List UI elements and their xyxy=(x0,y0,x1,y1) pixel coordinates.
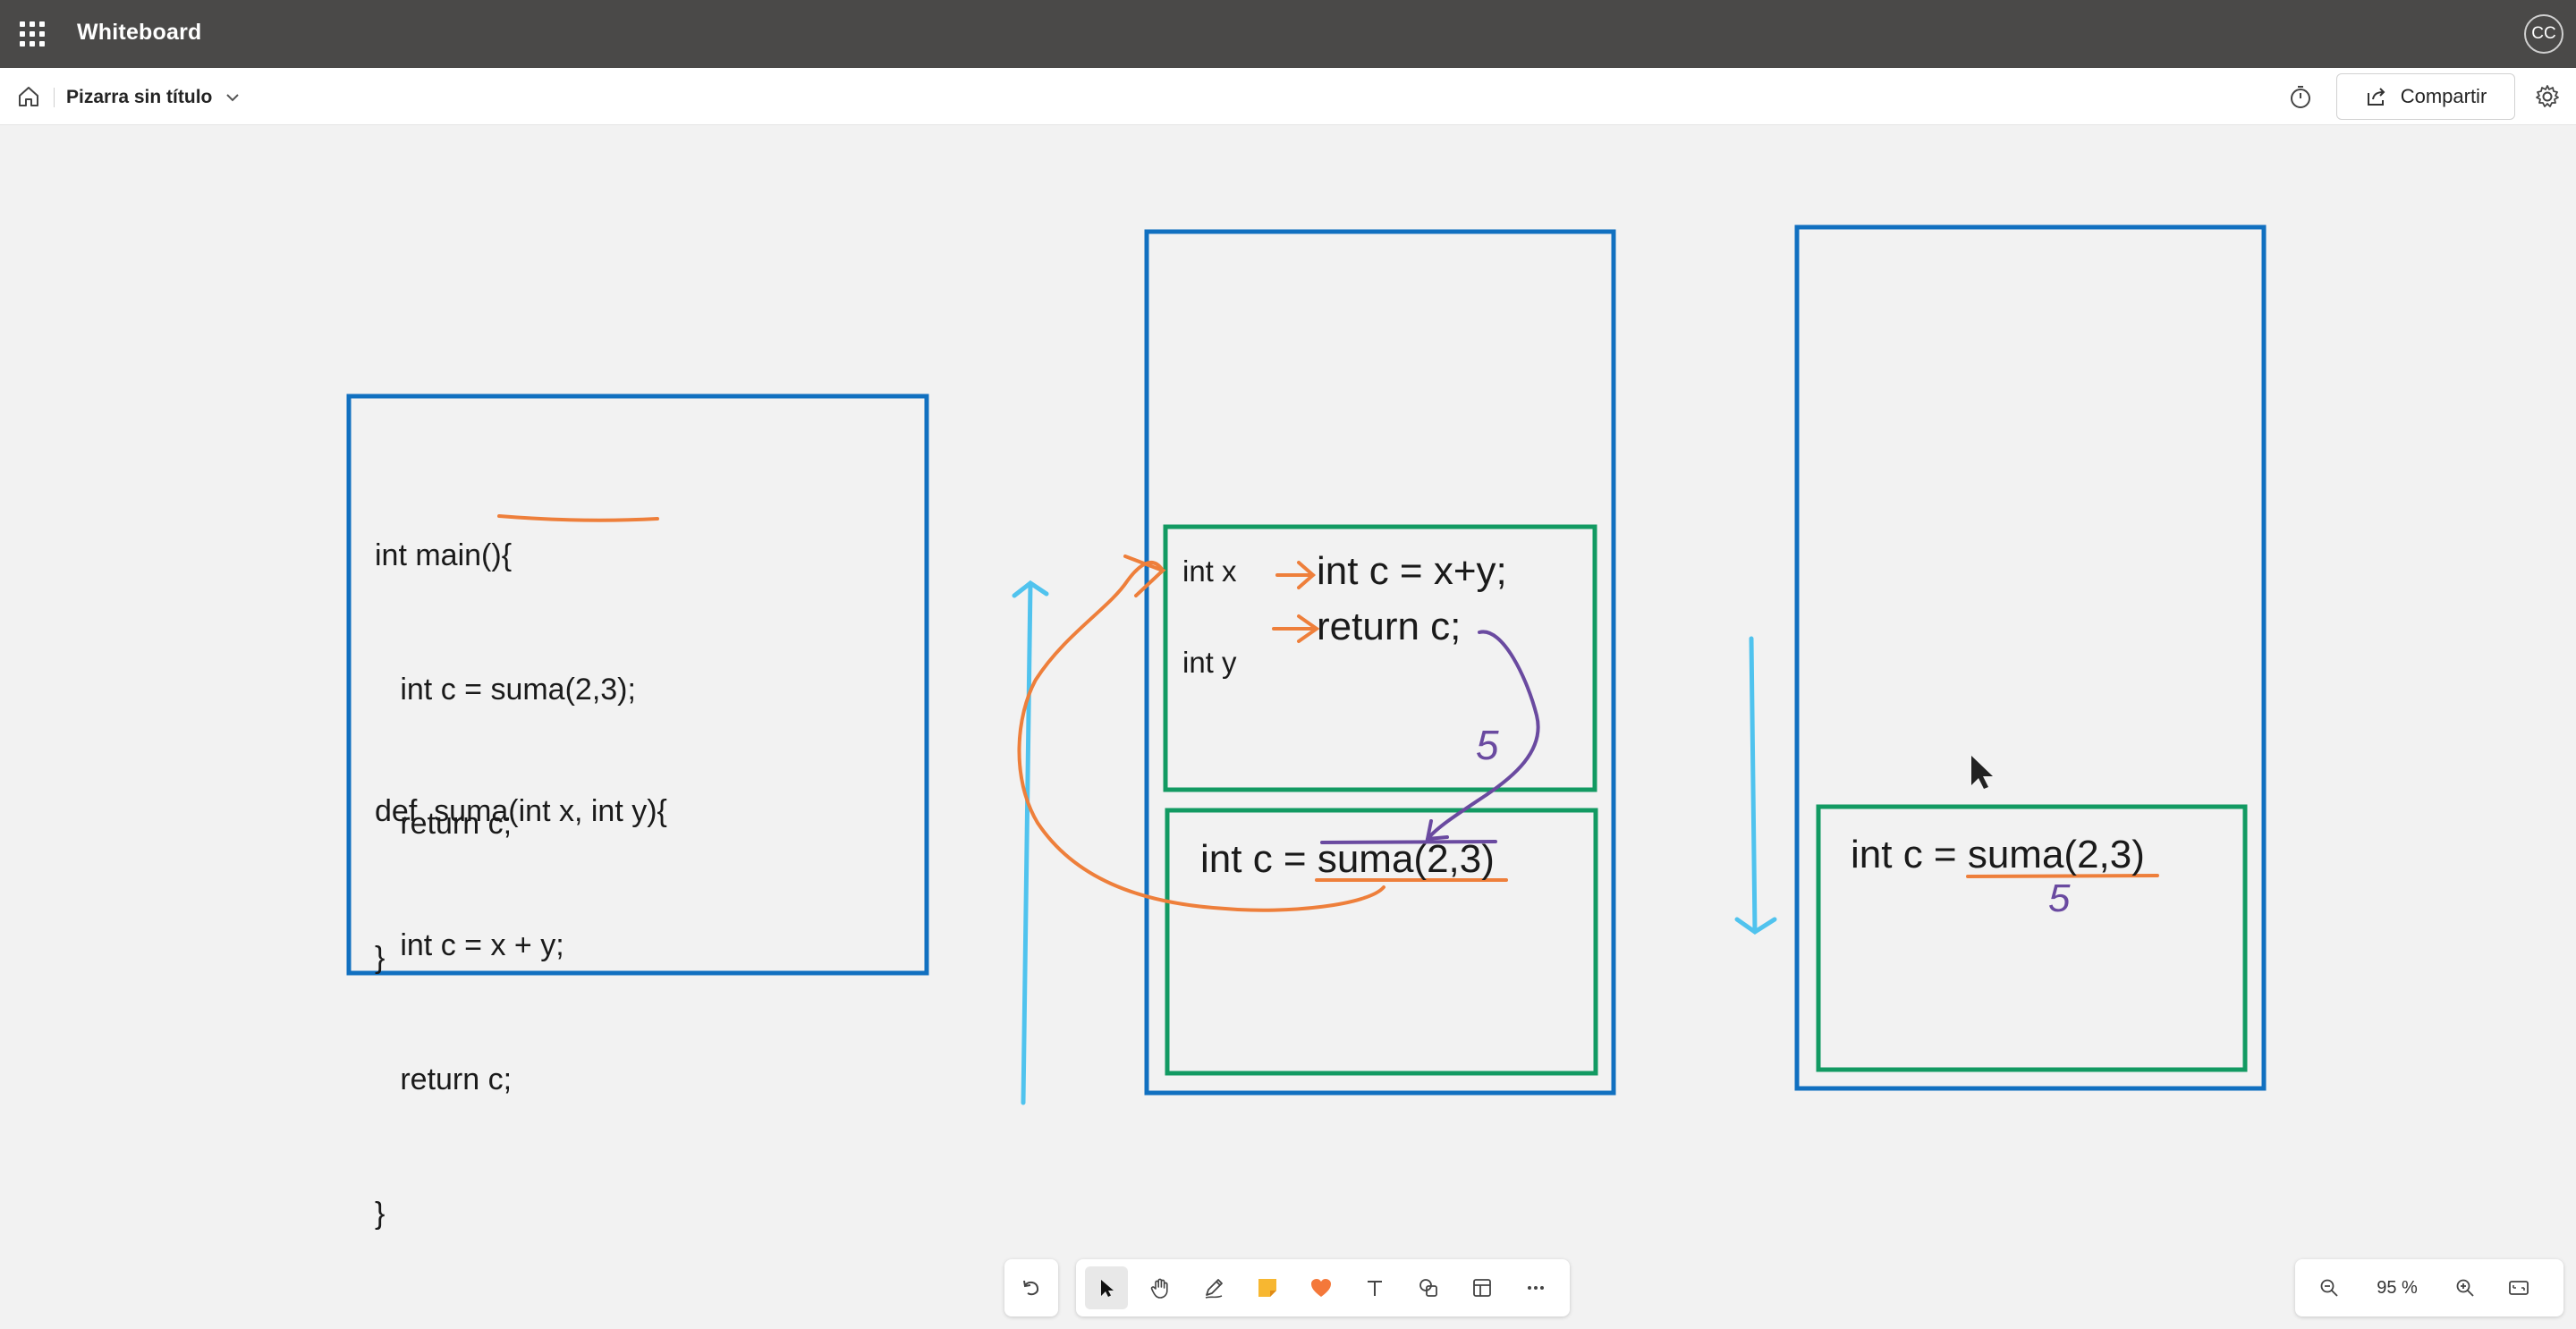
ink-arrow-up[interactable] xyxy=(1012,580,1049,1105)
param-y-label[interactable]: int y xyxy=(1182,646,1237,679)
code-frame[interactable] xyxy=(346,394,929,976)
timer-icon xyxy=(2291,86,2310,108)
text-tool-button[interactable] xyxy=(1353,1266,1396,1309)
divider xyxy=(54,88,55,107)
whiteboard-canvas[interactable]: int main(){ int c = suma(2,3); return c;… xyxy=(0,125,2576,1329)
tools-toolbar xyxy=(1076,1259,1570,1316)
home-button[interactable] xyxy=(14,82,43,111)
zoom-toolbar: 95 % xyxy=(2295,1259,2563,1316)
stack-frame-right[interactable] xyxy=(1794,224,2267,1091)
more-icon xyxy=(1528,1286,1544,1290)
pen-tool-button[interactable] xyxy=(1192,1266,1235,1309)
ink-arrow-down[interactable] xyxy=(1734,636,1777,935)
zoom-out-icon xyxy=(2320,1279,2338,1297)
code-line: int c = x + y; xyxy=(375,928,564,962)
share-icon xyxy=(2367,88,2385,106)
reactions-button[interactable] xyxy=(1300,1266,1343,1309)
shapes-icon xyxy=(1419,1279,1437,1297)
board-name-label: Pizarra sin título xyxy=(66,87,213,107)
home-icon xyxy=(19,87,38,106)
undo-button[interactable] xyxy=(1010,1266,1053,1309)
select-icon xyxy=(1101,1280,1114,1297)
main-activation-frame-right[interactable] xyxy=(1816,804,2248,1072)
main-call-right-label[interactable]: int c = suma(2,3) xyxy=(1851,833,2145,876)
command-bar: Pizarra sin título Compartir xyxy=(0,68,2576,125)
pan-hand-icon xyxy=(1150,1278,1168,1299)
timer-button[interactable] xyxy=(2286,82,2315,111)
ink-arrow-line1[interactable] xyxy=(1275,561,1317,589)
suma-line2-label[interactable]: return c; xyxy=(1317,605,1462,648)
suma-line1-label[interactable]: int c = x+y; xyxy=(1317,549,1507,593)
app-launcher-icon[interactable] xyxy=(20,21,45,47)
code-line: return c; xyxy=(375,1062,513,1096)
code-line: } xyxy=(375,941,386,975)
templates-button[interactable] xyxy=(1461,1266,1504,1309)
code-line: def suma(int x, int y){ xyxy=(375,794,667,828)
sticky-note-icon xyxy=(1258,1279,1276,1297)
more-tools-button[interactable] xyxy=(1514,1266,1557,1309)
share-label: Compartir xyxy=(2400,85,2487,107)
ink-call-arrowhead[interactable] xyxy=(1123,554,1166,597)
stack-frame-middle[interactable] xyxy=(1144,229,1616,1096)
ink-return-curve[interactable] xyxy=(1426,630,1540,841)
select-tool-button[interactable] xyxy=(1085,1266,1128,1309)
result-right-label[interactable]: 5 xyxy=(2048,876,2071,920)
app-title: Whiteboard xyxy=(77,20,202,45)
suma-activation-frame[interactable] xyxy=(1163,524,1597,792)
code-suma[interactable]: def suma(int x, int y){ int c = x + y; r… xyxy=(375,699,667,1325)
pan-tool-button[interactable] xyxy=(1139,1266,1182,1309)
code-main[interactable]: int main(){ int c = suma(2,3); return c;… xyxy=(375,444,636,1070)
code-line: } xyxy=(375,1197,386,1231)
settings-button[interactable] xyxy=(2533,82,2562,111)
sticky-note-button[interactable] xyxy=(1246,1266,1289,1309)
main-activation-frame-middle[interactable] xyxy=(1165,808,1598,1076)
ink-call-curve[interactable] xyxy=(1017,560,1385,912)
ink-underline-code[interactable] xyxy=(497,514,659,522)
zoom-level[interactable]: 95 % xyxy=(2377,1277,2418,1298)
main-call-middle-label[interactable]: int c = suma(2,3) xyxy=(1200,837,1495,881)
app-bar: Whiteboard CC xyxy=(0,0,2576,68)
zoom-out-button[interactable] xyxy=(2308,1266,2351,1309)
code-line: int main(){ xyxy=(375,538,513,572)
zoom-in-button[interactable] xyxy=(2444,1266,2487,1309)
param-x-label[interactable]: int x xyxy=(1182,554,1237,588)
fit-to-screen-icon xyxy=(2509,1281,2529,1295)
templates-icon xyxy=(1473,1279,1491,1297)
return-value-label[interactable]: 5 xyxy=(1476,722,1499,768)
gear-icon xyxy=(2536,85,2559,107)
mouse-cursor-icon xyxy=(1971,756,1993,789)
zoom-in-icon xyxy=(2456,1279,2474,1297)
text-icon xyxy=(1368,1281,1382,1296)
chevron-down-icon xyxy=(226,94,240,102)
undo-toolbar xyxy=(1004,1259,1058,1316)
code-line: return c; xyxy=(375,807,513,841)
fit-to-screen-button[interactable] xyxy=(2497,1266,2540,1309)
code-line: int c = suma(2,3); xyxy=(375,673,636,707)
shapes-tool-button[interactable] xyxy=(1407,1266,1450,1309)
ink-arrow-line2[interactable] xyxy=(1272,614,1320,643)
board-name-dropdown[interactable]: Pizarra sin título xyxy=(66,84,241,111)
share-button[interactable]: Compartir xyxy=(2336,73,2515,120)
user-avatar[interactable]: CC xyxy=(2524,14,2563,54)
ink-return-arrowhead[interactable] xyxy=(1425,819,1449,842)
reaction-heart-icon xyxy=(1311,1279,1331,1297)
undo-icon xyxy=(1023,1280,1039,1296)
pen-icon xyxy=(1205,1279,1223,1299)
ink-layer xyxy=(346,224,2267,1105)
